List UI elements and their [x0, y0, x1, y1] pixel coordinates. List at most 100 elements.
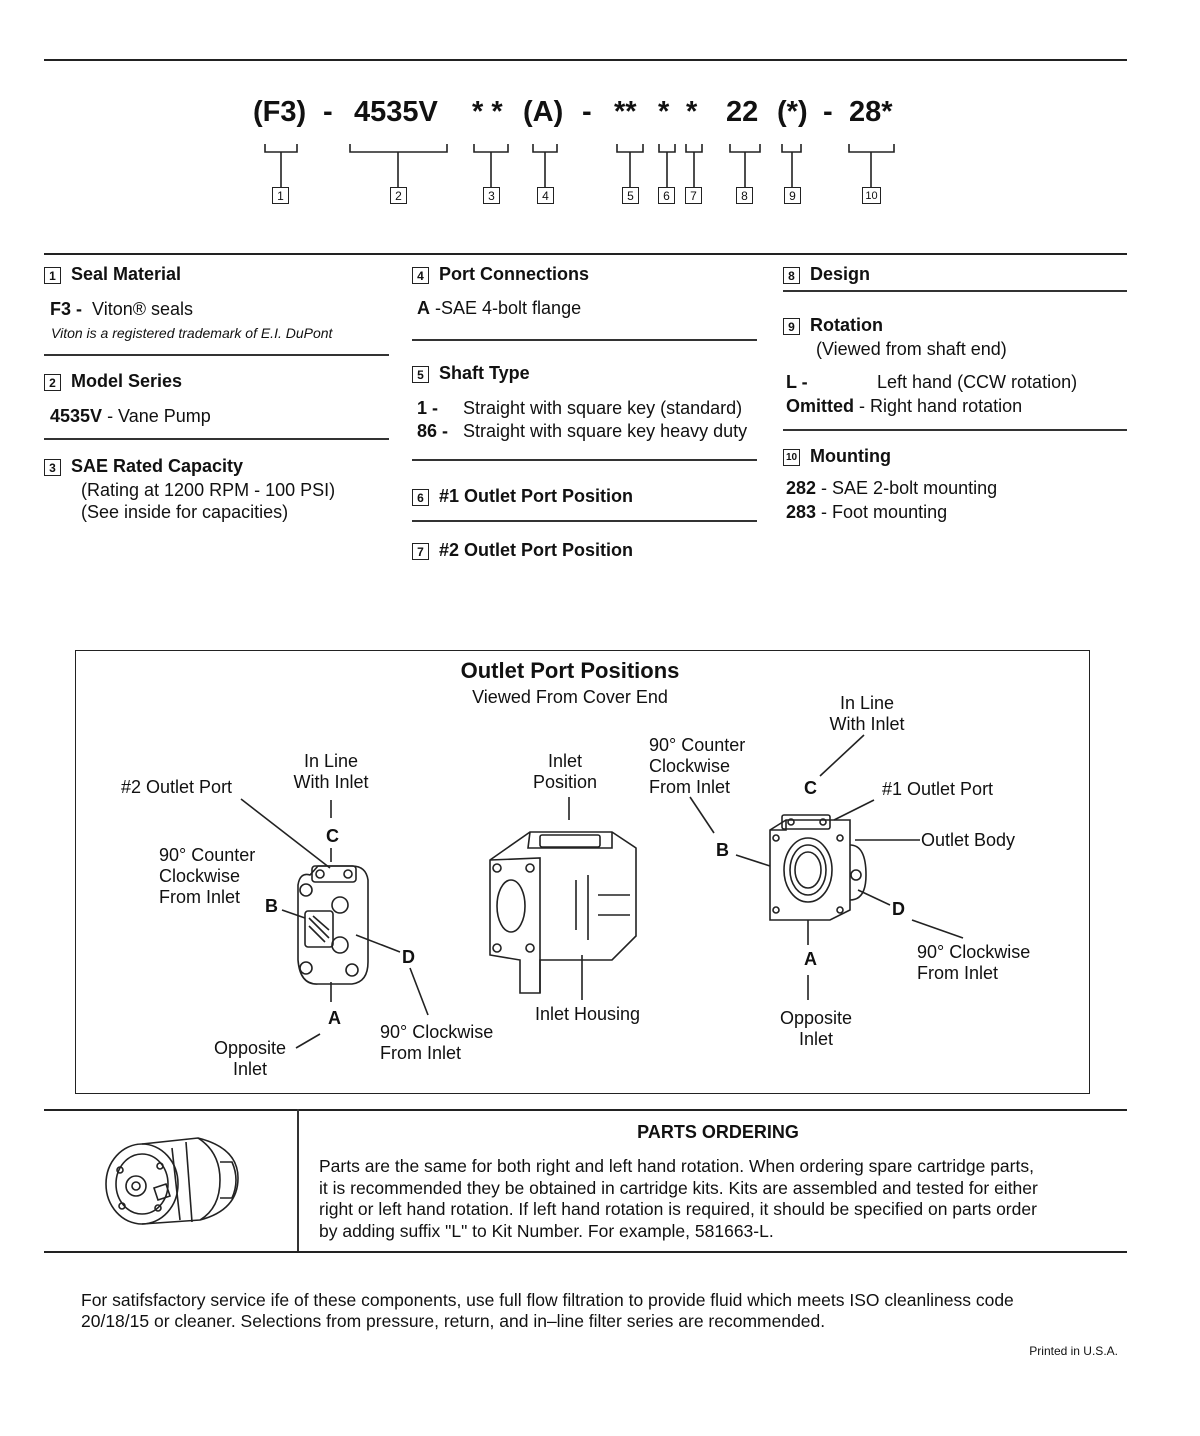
left-outlet-port-label: #2 Outlet Port	[121, 777, 233, 797]
right-position-d: D	[892, 899, 905, 919]
code-number: 4	[537, 187, 554, 204]
left-opposite-label: Opposite Inlet	[213, 1038, 287, 1079]
code-capacity: * *	[472, 96, 503, 128]
parts-ordering-line: right or left hand rotation. If left han…	[319, 1199, 1037, 1219]
pump-drawings	[240, 734, 964, 1049]
divider	[44, 354, 389, 356]
left-position-b: B	[265, 896, 278, 916]
outlet-body-label: Outlet Body	[921, 830, 1016, 850]
diagram-title: Outlet Port Positions	[460, 658, 680, 683]
code-dash: -	[323, 96, 333, 128]
parts-ordering-line: it is recommended they be obtained in ca…	[319, 1177, 1038, 1198]
code-number: 1	[272, 187, 289, 204]
parts-ordering-line: by adding suffix "L" to Kit Number. For …	[319, 1220, 774, 1241]
code-number: 6	[658, 187, 675, 204]
outlet-positions-diagram	[75, 650, 1090, 1094]
right-cw-label: 90° Clockwise From Inlet	[917, 942, 1031, 983]
code-seal: (F3)	[253, 96, 307, 128]
section-number: 2	[44, 373, 61, 391]
right-position-c: C	[804, 778, 817, 798]
divider	[783, 290, 1127, 292]
rotation-option: Omitted - Right hand rotation	[786, 396, 1023, 416]
outlet2-section-title: 7#2 Outlet Port Position	[412, 540, 633, 561]
code-number: 7	[685, 187, 702, 204]
code-dash: -	[823, 96, 833, 128]
code-number: 2	[390, 187, 407, 204]
left-position-d: D	[402, 947, 415, 967]
right-position-a: A	[804, 949, 817, 969]
section-number: 7	[412, 542, 429, 560]
outlet1-section-title: 6#1 Outlet Port Position	[412, 486, 633, 507]
inlet-housing-label: Inlet Housing	[535, 1004, 641, 1024]
code-number: 8	[736, 187, 753, 204]
code-number: 5	[622, 187, 639, 204]
section-number: 5	[412, 365, 429, 383]
mounting-option: 282 - SAE 2-bolt mounting	[786, 478, 998, 498]
code-rotation: (*)	[777, 96, 808, 128]
shaft-option: 86 -Straight with square key heavy duty	[417, 421, 748, 441]
section-number: 6	[412, 488, 429, 506]
divider	[44, 438, 389, 440]
printed-in-usa: Printed in U.S.A.	[1029, 1344, 1118, 1358]
port-option: A -SAE 4-bolt flange	[417, 298, 582, 318]
top-rule	[44, 59, 1127, 61]
rotation-subtitle: (Viewed from shaft end)	[816, 339, 1007, 359]
cartridge-image	[105, 1137, 239, 1225]
divider	[783, 429, 1127, 431]
code-outlet2: *	[686, 96, 698, 128]
code-shaft: **	[614, 96, 637, 128]
right-ccw-label: 90° Counter Clockwise From Inlet	[649, 735, 746, 797]
section-number: 3	[44, 458, 61, 476]
right-position-b: B	[716, 840, 729, 860]
capacity-rating: (Rating at 1200 RPM - 100 PSI)	[81, 480, 336, 500]
code-model: 4535V	[354, 96, 438, 128]
left-cw-label: 90° Clockwise From Inlet	[380, 1022, 494, 1063]
section-number: 4	[412, 266, 429, 284]
sections-top-rule	[44, 253, 1127, 255]
seal-option: F3 - Viton® seals	[50, 299, 194, 319]
parts-ordering-text: Parts are the same for both right and le…	[319, 1156, 1038, 1242]
mounting-option: 283 - Foot mounting	[786, 502, 948, 522]
parts-top-rule	[44, 1109, 1127, 1111]
capacity-see-inside: (See inside for capacities)	[81, 502, 289, 522]
code-outlet1: *	[658, 96, 670, 128]
code-number: 10	[862, 187, 881, 204]
filtration-note: For satifsfactory service ife of these c…	[81, 1290, 1014, 1332]
right-opposite-label: Opposite Inlet	[779, 1008, 853, 1049]
parts-ordering-line: Parts are the same for both right and le…	[319, 1156, 1034, 1176]
diagram-subtitle: Viewed From Cover End	[472, 687, 668, 707]
left-position-c: C	[326, 826, 339, 846]
left-inline-label: In Line With Inlet	[293, 751, 369, 792]
divider	[412, 520, 757, 522]
filtration-line: 20/18/15 or cleaner. Selections from pre…	[81, 1311, 826, 1331]
rotation-option: L -Left hand (CCW rotation)	[786, 372, 1078, 392]
right-inline-label: In Line With Inlet	[829, 693, 905, 734]
seal-trademark-note: Viton is a registered trademark of E.I. …	[51, 325, 333, 341]
right-outlet-port-label: #1 Outlet Port	[882, 779, 994, 799]
code-mounting: 28*	[849, 96, 893, 128]
section-number: 10	[783, 448, 800, 466]
section-number: 9	[783, 317, 800, 335]
divider	[412, 459, 757, 461]
code-brackets	[264, 144, 895, 187]
left-position-a: A	[328, 1008, 341, 1028]
model-option: 4535V - Vane Pump	[50, 406, 211, 426]
code-number: 3	[483, 187, 500, 204]
code-dash: -	[582, 96, 592, 128]
inlet-position-label: Inlet Position	[532, 751, 598, 792]
parts-divider	[297, 1109, 299, 1252]
code-port: (A)	[523, 96, 564, 128]
shaft-option: 1 -Straight with square key (standard)	[417, 398, 743, 418]
code-number: 9	[784, 187, 801, 204]
section-number: 1	[44, 266, 61, 284]
left-ccw-label: 90° Counter Clockwise From Inlet	[159, 845, 256, 907]
parts-ordering-title: PARTS ORDERING	[637, 1122, 799, 1142]
